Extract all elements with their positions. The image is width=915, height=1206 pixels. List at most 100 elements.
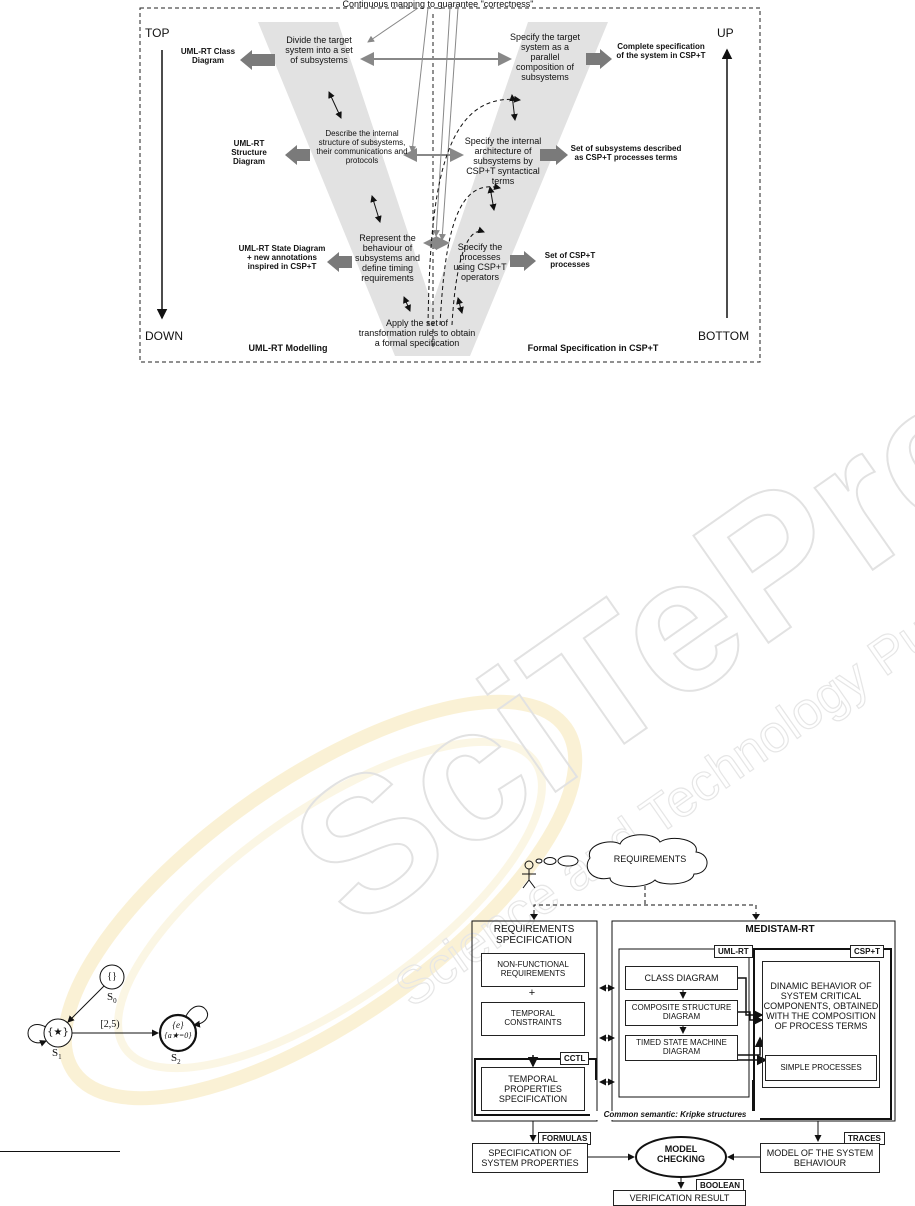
- v-model-frame: [139, 7, 761, 363]
- step-link-5: [487, 186, 497, 211]
- s2-label-2: {a★=0}: [164, 1031, 192, 1040]
- cloud-label: REQUIREMENTS: [613, 854, 687, 864]
- step-link-6: [456, 297, 464, 314]
- left-output-3: UML-RT State Diagram + new annotations i…: [238, 244, 326, 271]
- common-semantic-label: Common semantic: Kripke structures: [590, 1110, 760, 1120]
- umlrt-box: [618, 948, 750, 1098]
- transform-arrow-2: [439, 183, 501, 326]
- medistam-box: [611, 920, 896, 1122]
- req-spec-box: [471, 920, 598, 1122]
- model-behaviour-box: MODEL OF THE SYSTEM BEHAVIOUR: [760, 1143, 880, 1173]
- nonfunctional-box: NON-FUNCTIONAL REQUIREMENTS: [481, 953, 585, 987]
- s1-name-sub: 1: [58, 1053, 62, 1062]
- footer-left: UML-RT Modelling: [248, 343, 328, 353]
- step-link-2: [370, 195, 382, 223]
- footer-right: Formal Specification in CSP+T: [527, 343, 659, 353]
- left-output-1: UML-RT Class Diagram: [180, 47, 236, 65]
- label-top: TOP: [145, 26, 170, 40]
- left-step-1: Divide the target system into a set of s…: [285, 35, 353, 66]
- label-up: UP: [717, 26, 734, 40]
- user-figure: [522, 860, 536, 889]
- medistam-title: MEDISTAM-RT: [745, 924, 815, 935]
- bottom-step: Apply the set of transformation rules to…: [358, 318, 476, 349]
- spec-props-label: SPECIFICATION OF SYSTEM PROPERTIES: [481, 1147, 579, 1168]
- model-checking-label: MODEL CHECKING: [656, 1144, 705, 1165]
- simple-processes-box: SIMPLE PROCESSES: [765, 1055, 877, 1081]
- s2-name-letter: S: [171, 1052, 178, 1064]
- simple-processes-label: SIMPLE PROCESSES: [780, 1062, 862, 1072]
- v-model-diagram: Continuous mapping to guarantee "correct…: [0, 0, 915, 380]
- thought-bubble-3: [557, 855, 579, 867]
- caption-arrow-1: [367, 7, 419, 43]
- state-s0: [99, 964, 125, 990]
- csp-tag: CSP+T: [850, 945, 885, 958]
- right-output-1: Complete specification of the system in …: [616, 42, 706, 60]
- s0-label: {}: [107, 971, 117, 982]
- automaton-graphics: [27, 964, 208, 1053]
- step-link-3: [403, 296, 411, 312]
- automaton-diagram: {} S0 {★} S1 {e} {a★=0} S2 [2,5): [0, 955, 230, 1066]
- output-arrow-right-2: [540, 145, 568, 165]
- csp-box: [753, 948, 892, 1120]
- output-arrow-left-2: [285, 145, 310, 165]
- req-spec-title: REQUIREMENTS SPECIFICATION: [493, 924, 575, 947]
- s0-name-sub: 0: [113, 997, 117, 1006]
- umlrt-tag: UML-RT: [714, 945, 753, 958]
- right-step-2: Specify the internal architecture of sub…: [464, 136, 542, 187]
- timed-label: TIMED STATE MACHINE DIAGRAM: [636, 1038, 727, 1056]
- output-arrow-right-1: [586, 49, 612, 69]
- dinamic-label: DINAMIC BEHAVIOR OF SYSTEM CRITICAL COMP…: [763, 980, 879, 1032]
- label-bottom: BOTTOM: [698, 329, 750, 343]
- temporal-props-label: TEMPORAL PROPERTIES SPECIFICATION: [498, 1073, 568, 1105]
- left-step-2: Describe the internal structure of subsy…: [316, 129, 408, 165]
- medistam-diagram: REQUIREMENTS REQUIREMENTS SPECIFICATION …: [460, 830, 900, 1206]
- state-s2: [158, 1013, 198, 1053]
- verification-box: VERIFICATION RESULT: [613, 1190, 746, 1206]
- temporal-props-box: TEMPORAL PROPERTIES SPECIFICATION: [481, 1067, 585, 1111]
- thought-bubble-2: [543, 857, 557, 865]
- right-step-3: Specify the processes using CSP+T operat…: [453, 242, 507, 283]
- model-behaviour-label: MODEL OF THE SYSTEM BEHAVIOUR: [766, 1147, 874, 1168]
- plus-sign: +: [528, 987, 536, 999]
- label-down: DOWN: [145, 329, 183, 343]
- class-diagram-box: CLASS DIAGRAM: [625, 966, 738, 990]
- dinamic-box: DINAMIC BEHAVIOR OF SYSTEM CRITICAL COMP…: [762, 961, 880, 1051]
- requirements-cloud: [586, 834, 708, 887]
- right-step-1: Specify the target system as a parallel …: [509, 32, 581, 83]
- footnote-rule: [0, 1151, 120, 1152]
- self-loop-s1: [27, 1024, 47, 1047]
- thought-bubble-1: [535, 858, 543, 864]
- watermark-rings: [57, 694, 583, 1106]
- cctl-tag: CCTL: [560, 1052, 590, 1065]
- output-arrow-right-3: [510, 251, 536, 271]
- nonfunctional-label: NON-FUNCTIONAL REQUIREMENTS: [497, 960, 569, 978]
- s1-label: {★}: [47, 1027, 69, 1038]
- left-output-2: UML-RT Structure Diagram: [231, 139, 267, 166]
- timed-box: TIMED STATE MACHINE DIAGRAM: [625, 1035, 738, 1061]
- transform-arrow-1: [427, 95, 521, 326]
- v-model-caption: Continuous mapping to guarantee "correct…: [342, 0, 534, 9]
- caption-arrow-3: [432, 7, 451, 237]
- step-link-4: [509, 94, 518, 121]
- verification-label: VERIFICATION RESULT: [629, 1192, 730, 1203]
- left-step-3: Represent the behaviour of subsystems an…: [354, 233, 421, 284]
- temporal-box: TEMPORAL CONSTRAINTS: [481, 1002, 585, 1036]
- s1-name-letter: S: [52, 1047, 59, 1059]
- caption-arrow-2: [409, 7, 429, 153]
- s2-label-1: {e}: [172, 1020, 184, 1030]
- temporal-label: TEMPORAL CONSTRAINTS: [504, 1009, 562, 1027]
- edge-label: [2,5): [100, 1019, 120, 1030]
- composite-box: COMPOSITE STRUCTURE DIAGRAM: [625, 1000, 738, 1026]
- output-arrow-left-3: [327, 252, 352, 272]
- s2-name: S2: [171, 1052, 181, 1066]
- v-shape: [258, 22, 608, 356]
- self-loop-s2: [185, 1005, 208, 1028]
- caption-arrow-4: [438, 7, 459, 241]
- s1-name: S1: [52, 1047, 62, 1061]
- v-model-graphics: [139, 7, 761, 363]
- s0-name-letter: S: [107, 991, 114, 1003]
- spec-props-box: SPECIFICATION OF SYSTEM PROPERTIES: [472, 1143, 588, 1173]
- medistam-graphics: [471, 834, 896, 1189]
- step-link-1: [328, 91, 342, 119]
